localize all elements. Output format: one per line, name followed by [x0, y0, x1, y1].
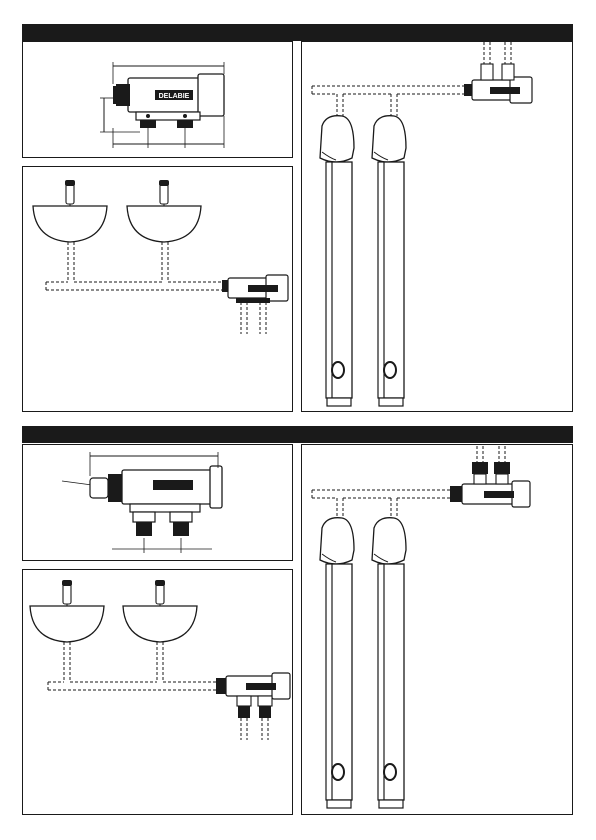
- valve-dimension-drawing-1: DELABIE: [100, 62, 224, 148]
- shower-layout-2: [312, 446, 530, 808]
- basin-layout-2: [30, 580, 290, 740]
- valve-logo-text: DELABIE: [159, 93, 190, 100]
- shower-layout-1: [312, 42, 532, 406]
- valve-dimension-drawing-2: [62, 452, 222, 553]
- basin-layout-1: [33, 180, 288, 334]
